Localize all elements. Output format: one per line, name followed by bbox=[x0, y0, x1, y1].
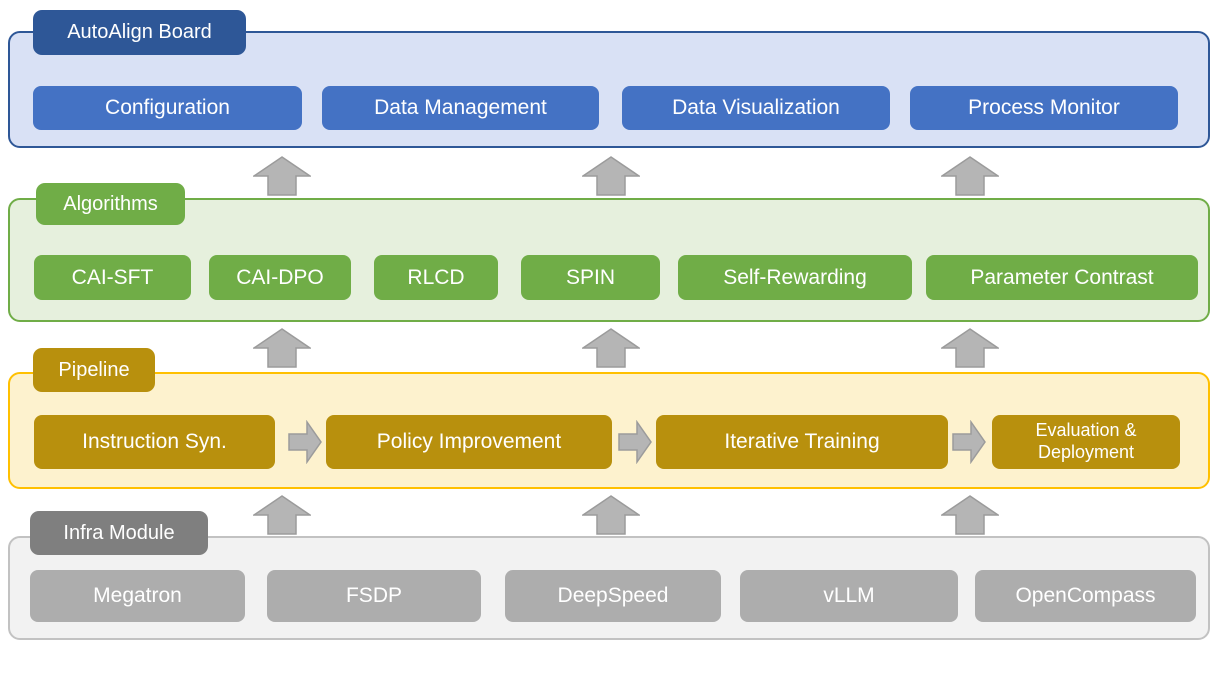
infra-vllm: vLLM bbox=[740, 570, 958, 622]
infra-fsdp: FSDP bbox=[267, 570, 481, 622]
module-spin: SPIN bbox=[521, 255, 660, 300]
up-arrow-icon bbox=[939, 156, 1001, 196]
up-arrow-icon bbox=[251, 328, 313, 368]
module-configuration: Configuration bbox=[33, 86, 302, 130]
infra-megatron: Megatron bbox=[30, 570, 245, 622]
stage-policy-improvement: Policy Improvement bbox=[326, 415, 612, 469]
module-parameter-contrast: Parameter Contrast bbox=[926, 255, 1198, 300]
infra-deepspeed: DeepSpeed bbox=[505, 570, 721, 622]
infra-opencompass: OpenCompass bbox=[975, 570, 1196, 622]
stage-iterative-training: Iterative Training bbox=[656, 415, 948, 469]
tab-pipeline: Pipeline bbox=[33, 348, 155, 392]
up-arrow-icon bbox=[580, 328, 642, 368]
up-arrow-icon bbox=[580, 495, 642, 535]
module-self-rewarding: Self-Rewarding bbox=[678, 255, 912, 300]
module-process-monitor: Process Monitor bbox=[910, 86, 1178, 130]
tab-algorithms: Algorithms bbox=[36, 183, 185, 225]
stage-instruction-synthesis: Instruction Syn. bbox=[34, 415, 275, 469]
module-cai-dpo: CAI-DPO bbox=[209, 255, 351, 300]
up-arrow-icon bbox=[251, 495, 313, 535]
up-arrow-icon bbox=[580, 156, 642, 196]
tab-infra-module-label: Infra Module bbox=[63, 521, 175, 544]
up-arrow-icon bbox=[251, 156, 313, 196]
up-arrow-icon bbox=[939, 328, 1001, 368]
right-arrow-icon bbox=[288, 419, 322, 465]
right-arrow-icon bbox=[952, 419, 986, 465]
tab-pipeline-label: Pipeline bbox=[58, 358, 130, 381]
tab-autoalign-board: AutoAlign Board bbox=[33, 10, 246, 55]
tab-infra-module: Infra Module bbox=[30, 511, 208, 555]
tab-algorithms-label: Algorithms bbox=[63, 192, 158, 215]
module-rlcd: RLCD bbox=[374, 255, 498, 300]
module-cai-sft: CAI-SFT bbox=[34, 255, 191, 300]
stage-evaluation-deployment: Evaluation & Deployment bbox=[992, 415, 1180, 469]
module-data-management: Data Management bbox=[322, 86, 599, 130]
right-arrow-icon bbox=[618, 419, 652, 465]
up-arrow-icon bbox=[939, 495, 1001, 535]
module-data-visualization: Data Visualization bbox=[622, 86, 890, 130]
tab-autoalign-board-label: AutoAlign Board bbox=[67, 21, 212, 43]
